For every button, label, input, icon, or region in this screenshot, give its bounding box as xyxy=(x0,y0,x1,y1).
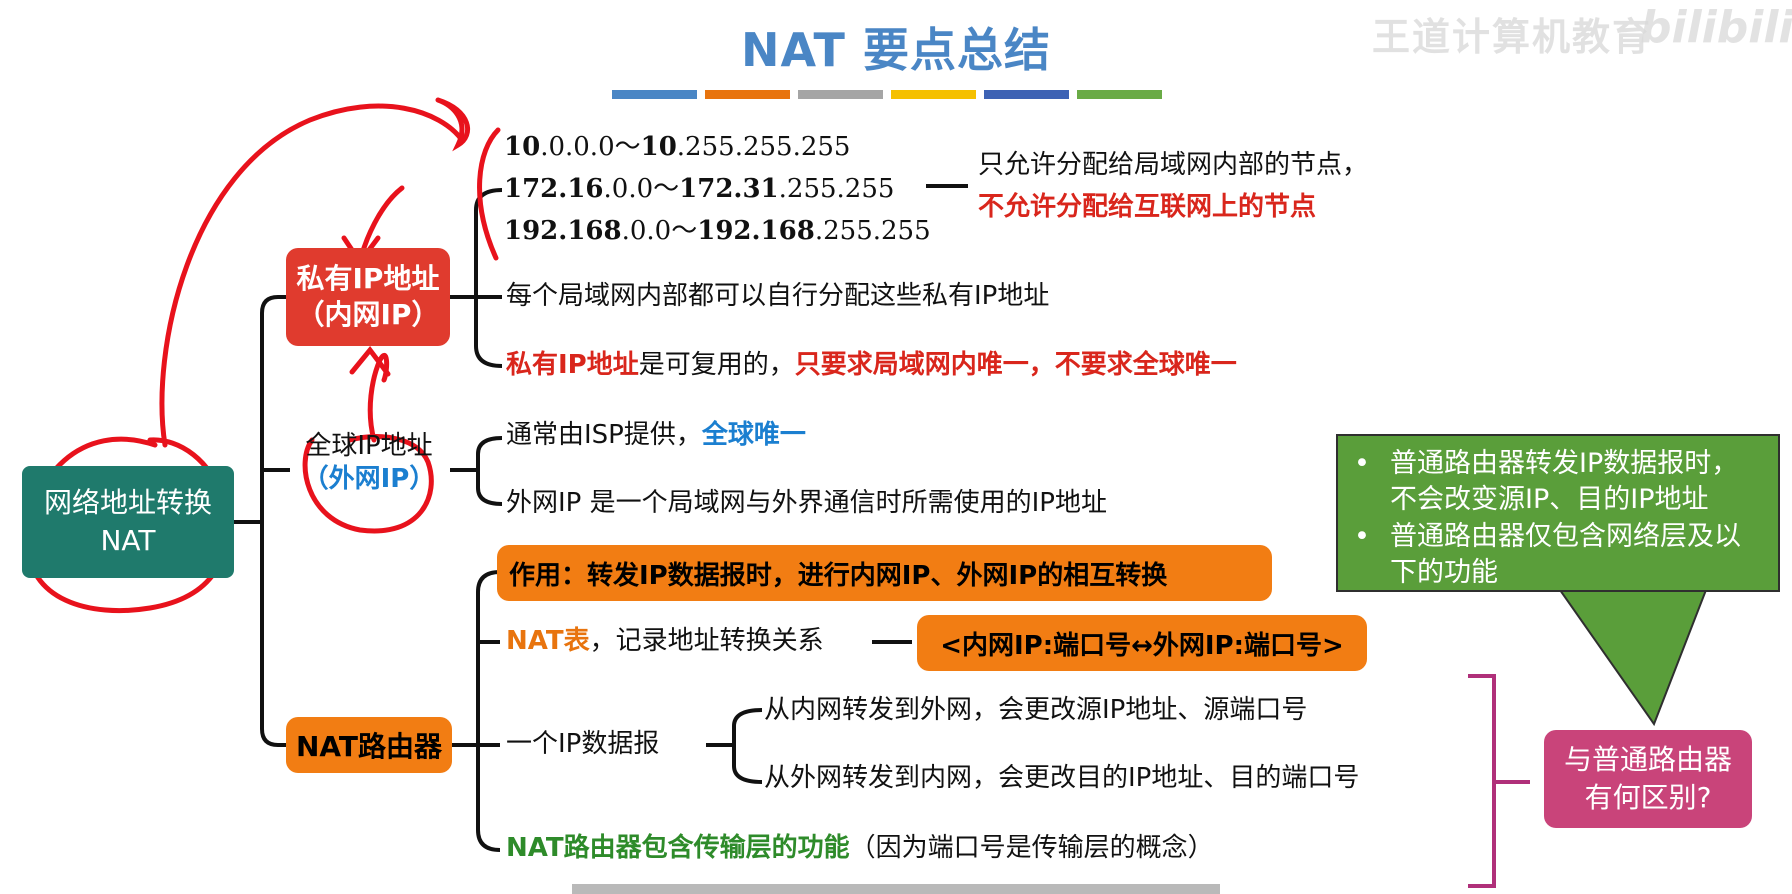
private-reuse: 私有IP地址是可复用的，只要求局域网内唯一，不要求全球唯一 xyxy=(506,349,1237,382)
callout-item: • 普通路由器仅包含网络层及以下的功能 xyxy=(1354,519,1764,592)
nat-transport-note: （因为端口号是传输层的概念） xyxy=(849,833,1214,863)
main-bracket xyxy=(260,295,286,747)
global-isp-unique: 全球唯一 xyxy=(701,420,806,450)
difference-question-box: 与普通路由器 有何区别? xyxy=(1544,730,1752,828)
nat-router-node: NAT路由器 xyxy=(286,717,452,773)
private-ip-node: 私有IP地址 （内网IP） xyxy=(286,248,450,346)
nat-to-inside: 从外网转发到内网，会更改目的IP地址、目的端口号 xyxy=(764,763,1360,793)
private-line2: （内网IP） xyxy=(296,298,440,331)
question-line1: 与普通路由器 xyxy=(1563,743,1732,777)
global-isp-prefix: 通常由ISP提供， xyxy=(506,420,702,450)
nat-function-box: 作用：转发IP数据报时，进行内网IP、外网IP的相互转换 xyxy=(497,545,1272,601)
magenta-bracket xyxy=(1468,674,1530,888)
root-node-nat: 网络地址转换 NAT xyxy=(22,466,234,578)
color-bar xyxy=(612,90,697,99)
title-color-bars xyxy=(612,90,1162,99)
color-bar xyxy=(984,90,1069,99)
private-range-2: 172.16.0.0～172.31.255.255 xyxy=(504,174,895,204)
nat-transport-green: NAT路由器包含传输层的功能 xyxy=(506,833,850,863)
global-isp: 通常由ISP提供，全球唯一 xyxy=(506,419,806,452)
global-ip-node: 全球IP地址 （外网IP） xyxy=(294,430,444,495)
router-comparison-callout: • 普通路由器转发IP数据报时，不会改变源IP、目的IP地址 • 普通路由器仅包… xyxy=(1336,434,1780,592)
color-bar xyxy=(705,90,790,99)
private-self-assign: 每个局域网内部都可以自行分配这些私有IP地址 xyxy=(506,281,1050,311)
callout-bullet: • xyxy=(1354,448,1370,479)
annotation-range-stroke xyxy=(477,127,501,261)
annotation-arrowhead-top xyxy=(435,97,470,152)
callout-item-text: 普通路由器仅包含网络层及以下的功能 xyxy=(1390,520,1741,589)
private-bracket xyxy=(474,188,503,368)
callout-item: • 普通路由器转发IP数据报时，不会改变源IP、目的IP地址 xyxy=(1354,446,1764,519)
private-reuse-red: 私有IP地址 xyxy=(506,350,639,380)
annotation-arrow-curve xyxy=(159,103,465,448)
callout-pointer xyxy=(1558,589,1708,727)
annotation-global-circle xyxy=(302,434,434,534)
nat-bracket xyxy=(476,570,501,852)
global-line1: 全球IP地址 xyxy=(305,431,433,461)
global-bracket xyxy=(476,436,503,506)
datagram-bracket xyxy=(732,708,763,784)
nat-table-desc: ，记录地址转换关系 xyxy=(589,626,824,656)
color-bar xyxy=(891,90,976,99)
nat-to-outside: 从内网转发到外网，会更改源IP地址、源端口号 xyxy=(764,695,1308,725)
private-line1: 私有IP地址 xyxy=(296,261,440,295)
private-note-line2: 不允许分配给互联网上的节点 xyxy=(978,192,1317,222)
video-progress-bar xyxy=(572,884,1220,894)
private-note-line1: 只允许分配给局域网内部的节点， xyxy=(978,150,1369,180)
private-reuse-tail: 只要求局域网内唯一，不要求全球唯一 xyxy=(794,350,1237,380)
page-title: NAT 要点总结 xyxy=(741,23,1051,77)
global-line2: （外网IP） xyxy=(302,463,436,494)
nat-table-label: NAT表 xyxy=(506,626,590,656)
root-line2: NAT xyxy=(100,524,156,557)
private-reuse-mid: 是可复用的， xyxy=(638,350,795,380)
private-range-1: 10.0.0.0～10.255.255.255 xyxy=(504,132,851,162)
nat-table: NAT表，记录地址转换关系 xyxy=(506,625,824,658)
nat-mapping-box: <内网IP:端口号↔外网IP:端口号> xyxy=(917,615,1367,671)
question-line2: 有何区别? xyxy=(1584,781,1712,814)
callout-item-text: 普通路由器转发IP数据报时，不会改变源IP、目的IP地址 xyxy=(1390,448,1739,516)
nat-datagram: 一个IP数据报 xyxy=(506,729,660,759)
callout-bullet: • xyxy=(1354,520,1370,552)
global-desc: 外网IP 是一个局域网与外界通信时所需使用的IP地址 xyxy=(506,488,1107,518)
nat-transport: NAT路由器包含传输层的功能（因为端口号是传输层的概念） xyxy=(506,832,1214,865)
root-line1: 网络地址转换 xyxy=(43,486,212,520)
annotation-global-arrowhead xyxy=(349,345,391,377)
color-bar xyxy=(1077,90,1162,99)
color-bar xyxy=(798,90,883,99)
bilibili-logo: bilibili xyxy=(1640,2,1792,53)
watermark-text: 王道计算机教育 xyxy=(1372,15,1653,59)
private-range-3: 192.168.0.0～192.168.255.255 xyxy=(504,216,931,246)
